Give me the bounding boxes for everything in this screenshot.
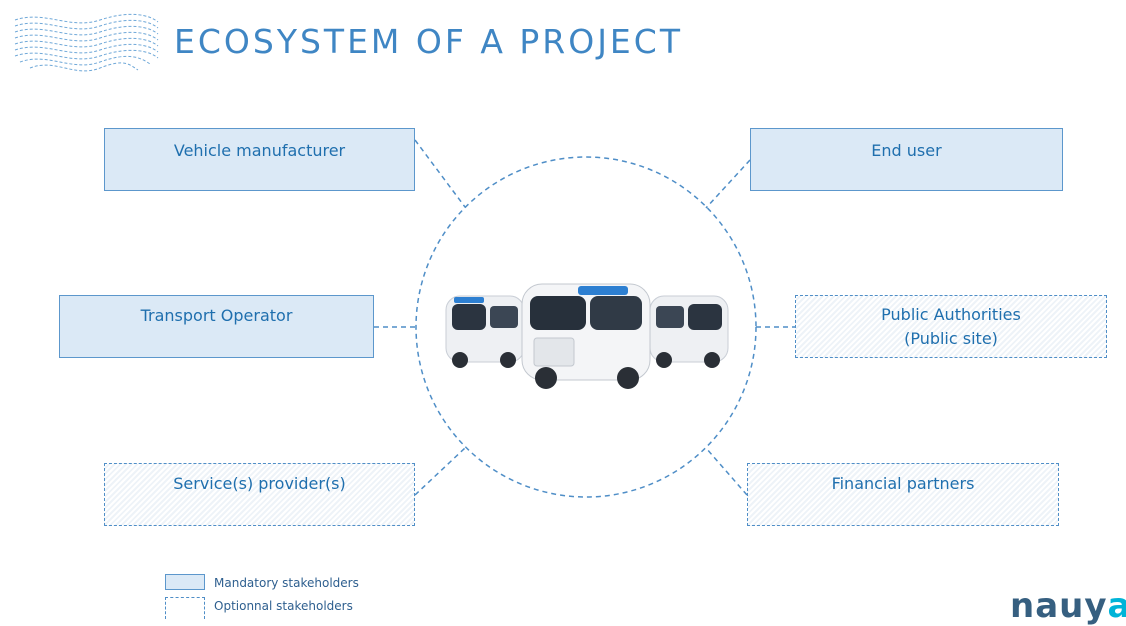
shuttle-vehicles-image [445, 283, 729, 389]
public-authorities-label: Public Authorities [881, 305, 1021, 324]
page-title: ECOSYSTEM OF A PROJECT [174, 22, 683, 61]
legend-mandatory-label: Mandatory stakeholders [214, 576, 359, 590]
logo-text-main: nauy [1010, 586, 1108, 626]
vehicle-manufacturer-label: Vehicle manufacturer [173, 141, 346, 160]
end-user-label: End user [871, 141, 942, 160]
box-public-authorities: Public Authorities (Public site) [795, 295, 1107, 358]
legend-mandatory-swatch [165, 574, 205, 590]
box-service-providers: Service(s) provider(s) [104, 463, 415, 526]
connector-financial-partners [705, 447, 748, 496]
connector-end-user [705, 159, 751, 209]
box-financial-partners: Financial partners [747, 463, 1059, 526]
connector-service-providers [414, 447, 466, 496]
box-end-user: End user [750, 128, 1063, 191]
legend-optional-label: Optionnal stakeholders [214, 599, 353, 613]
legend-optional-swatch [165, 597, 205, 619]
box-vehicle-manufacturer: Vehicle manufacturer [104, 128, 415, 191]
transport-operator-label: Transport Operator [140, 306, 293, 325]
connector-vehicle-manufacturer [414, 139, 466, 208]
public-authorities-note: (Public site) [904, 329, 998, 348]
box-transport-operator: Transport Operator [59, 295, 374, 358]
financial-partners-label: Financial partners [831, 474, 975, 493]
navya-logo: nauya [1010, 586, 1126, 626]
wave-pattern-icon [14, 13, 159, 72]
logo-text-accent: a [1107, 586, 1126, 626]
service-providers-label: Service(s) provider(s) [173, 474, 346, 493]
